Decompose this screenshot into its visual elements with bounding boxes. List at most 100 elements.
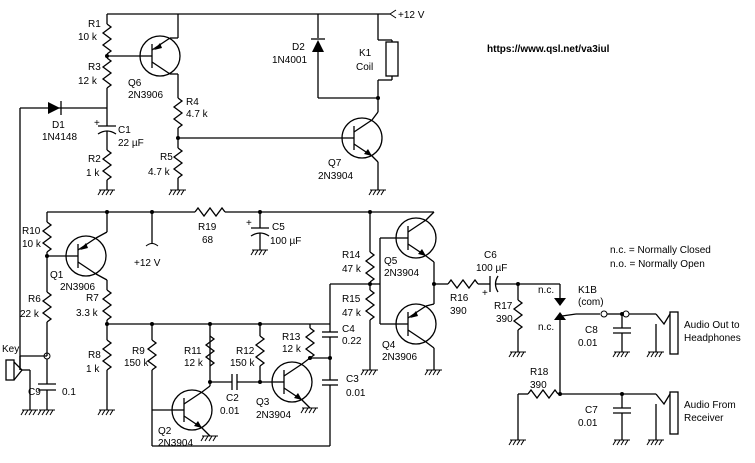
svg-text:R3: R3 — [88, 62, 101, 73]
svg-text:Q4: Q4 — [382, 340, 396, 351]
svg-text:2N3904: 2N3904 — [318, 171, 353, 182]
r5 — [173, 147, 183, 179]
c4 — [322, 331, 338, 338]
svg-text:1N4001: 1N4001 — [272, 55, 307, 66]
r8 — [102, 339, 112, 371]
c5: + — [246, 218, 270, 237]
svg-text:R4: R4 — [186, 97, 199, 108]
supply-top: +12 V — [389, 9, 425, 21]
r1 — [102, 23, 112, 55]
svg-text:22 k: 22 k — [20, 309, 40, 320]
svg-text:R15: R15 — [342, 294, 361, 305]
svg-text:K1: K1 — [359, 48, 372, 59]
svg-text:C4: C4 — [342, 324, 355, 335]
svg-text:390: 390 — [450, 306, 467, 317]
svg-text:+12 V: +12 V — [134, 258, 161, 269]
svg-text:2N3906: 2N3906 — [60, 282, 95, 293]
svg-text:C5: C5 — [272, 222, 285, 233]
r15 — [365, 289, 375, 321]
svg-text:n.c.: n.c. — [538, 285, 554, 296]
svg-text:+: + — [246, 218, 252, 229]
svg-text:47 k: 47 k — [342, 264, 362, 275]
svg-text:n.c. = Normally Closed: n.c. = Normally Closed — [610, 245, 711, 256]
r17 — [513, 299, 523, 331]
svg-text:C6: C6 — [484, 250, 497, 261]
r19 — [194, 207, 226, 217]
svg-text:12 k: 12 k — [78, 76, 98, 87]
svg-text:R7: R7 — [86, 293, 99, 304]
r3 — [102, 57, 112, 89]
svg-text:1N4148: 1N4148 — [42, 132, 77, 143]
c3 — [322, 379, 338, 386]
svg-text:R9: R9 — [132, 346, 145, 357]
svg-text:R17: R17 — [494, 301, 513, 312]
headphones-jack — [669, 311, 679, 355]
svg-text:+: + — [482, 288, 488, 299]
svg-text:1 k: 1 k — [86, 168, 100, 179]
r12 — [255, 335, 265, 367]
r7 — [102, 289, 112, 321]
r13 — [305, 327, 315, 359]
r10 — [42, 221, 52, 253]
svg-text:(com): (com) — [578, 297, 604, 308]
svg-text:R12: R12 — [236, 346, 255, 357]
svg-text:390: 390 — [530, 380, 547, 391]
svg-text:2N3906: 2N3906 — [128, 90, 163, 101]
svg-text:R8: R8 — [88, 350, 101, 361]
c6: + — [482, 275, 499, 299]
svg-text:Receiver: Receiver — [684, 413, 724, 424]
q7 — [341, 117, 383, 159]
r18 — [527, 389, 559, 399]
svg-text:Headphones: Headphones — [684, 333, 741, 344]
svg-text:Q6: Q6 — [128, 78, 142, 89]
q3 — [271, 361, 313, 403]
c7 — [613, 407, 631, 414]
svg-text:100 µF: 100 µF — [476, 263, 507, 274]
r2 — [102, 149, 112, 181]
svg-text:2N3904: 2N3904 — [384, 268, 419, 279]
svg-text:0.01: 0.01 — [220, 406, 240, 417]
svg-text:3.3 k: 3.3 k — [76, 308, 99, 319]
d2 — [311, 38, 325, 52]
svg-text:12 k: 12 k — [184, 358, 204, 369]
svg-text:Audio From: Audio From — [684, 400, 736, 411]
svg-text:n.o. = Normally Open: n.o. = Normally Open — [610, 259, 705, 270]
r4 — [173, 97, 183, 129]
svg-text:150 k: 150 k — [124, 358, 149, 369]
svg-text:100 µF: 100 µF — [270, 236, 301, 247]
svg-text:Coil: Coil — [356, 62, 373, 73]
svg-text:R2: R2 — [88, 154, 101, 165]
svg-text:R5: R5 — [160, 152, 173, 163]
svg-text:150 k: 150 k — [230, 358, 255, 369]
q6 — [139, 35, 181, 77]
svg-text:0.01: 0.01 — [578, 338, 598, 349]
svg-text:R19: R19 — [198, 222, 217, 233]
svg-text:+: + — [94, 118, 100, 129]
svg-text:0.01: 0.01 — [346, 388, 366, 399]
d1 — [48, 101, 62, 115]
svg-text:R14: R14 — [342, 250, 361, 261]
svg-text:0.22: 0.22 — [342, 336, 362, 347]
svg-text:22 µF: 22 µF — [118, 138, 144, 149]
c8 — [613, 327, 631, 334]
svg-text:K1B: K1B — [578, 285, 597, 296]
svg-text:R16: R16 — [450, 293, 469, 304]
receiver-jack — [669, 391, 679, 435]
c2 — [231, 374, 238, 390]
svg-text:4.7 k: 4.7 k — [186, 109, 209, 120]
svg-text:C1: C1 — [118, 125, 131, 136]
svg-text:R13: R13 — [282, 332, 301, 343]
svg-text:390: 390 — [496, 314, 513, 325]
svg-text:C8: C8 — [585, 325, 598, 336]
website-url: https://www.qsl.net/va3iul — [487, 44, 610, 55]
svg-text:Key: Key — [2, 344, 19, 355]
svg-text:Q1: Q1 — [50, 270, 64, 281]
svg-text:R1: R1 — [88, 19, 101, 30]
svg-text:Q3: Q3 — [256, 397, 270, 408]
c1: + — [94, 118, 117, 135]
svg-text:D2: D2 — [292, 42, 305, 53]
svg-text:Q2: Q2 — [158, 426, 172, 437]
svg-text:D1: D1 — [52, 120, 65, 131]
k1-coil — [385, 41, 399, 77]
